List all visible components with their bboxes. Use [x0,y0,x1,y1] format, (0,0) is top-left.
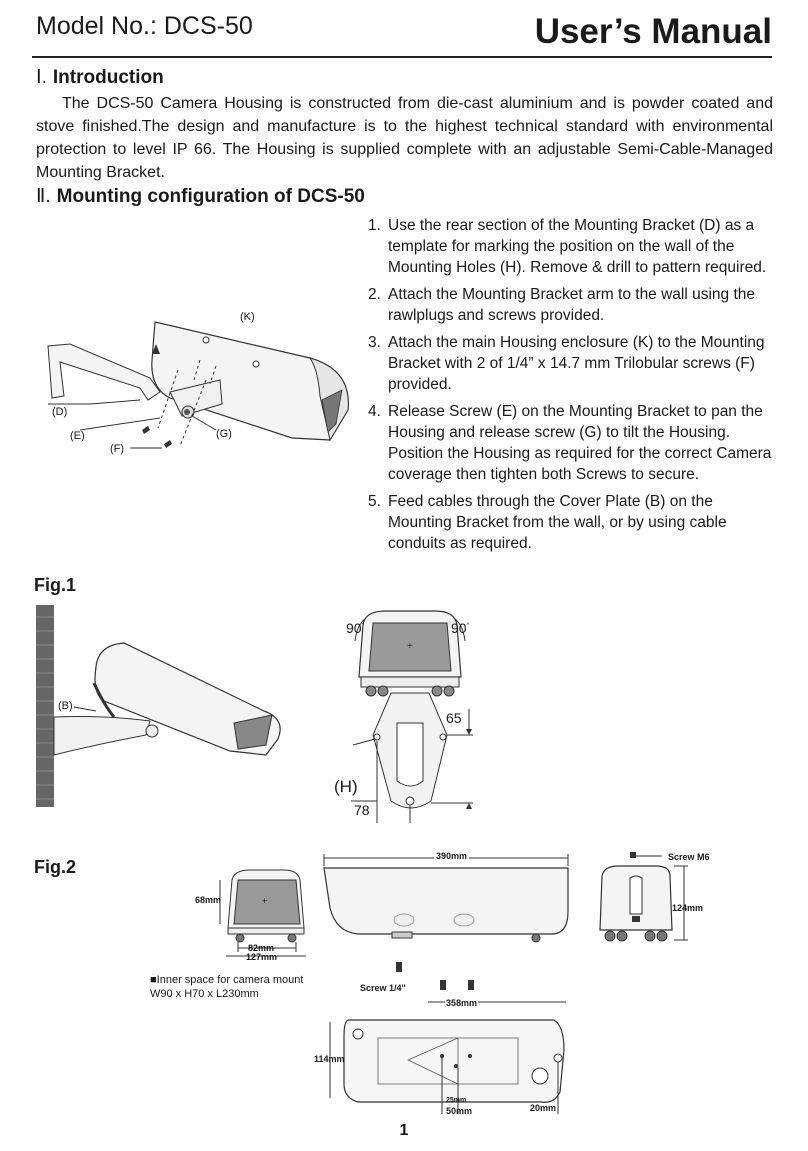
mounting-title: Mounting configuration of DCS-50 [56,186,365,207]
svg-text:+: + [407,641,413,652]
inner-space-note: ■Inner space for camera mount W90 x H70 … [150,973,303,1001]
front-window [368,622,452,672]
step-text: Attach the Mounting Bracket arm to the w… [388,286,756,324]
step-number: 1. [368,217,381,234]
svg-text:+: + [262,896,267,906]
screw-m6-label: Screw M6 [668,852,710,862]
bracket-arm [47,343,161,401]
model-number: Model No.: DCS-50 [36,12,253,40]
fig2-rear-view [599,852,688,942]
label-f: (F) [110,443,125,455]
degree-sign: ° [466,622,470,630]
angle-left: 90° [346,620,364,636]
step-text: Feed cables through the Cover Plate (B) … [388,493,727,552]
step-5: 5. Feed cables through the Cover Plate (B… [368,491,778,554]
intro-paragraph: The DCS-50 Camera Housing is constructed… [36,95,773,181]
header-rule [32,56,772,58]
manual-title: User’s Manual [534,12,772,51]
mounting-steps: 1. Use the rear section of the Mounting B… [368,215,778,560]
screw-quarter-label: Screw 1/4" [360,983,406,993]
step-2: 2. Attach the Mounting Bracket arm to the… [368,284,778,326]
mounting-number: Ⅱ. [36,186,51,207]
label-d: (D) [52,406,68,418]
dim-390mm: 390mm [434,851,470,861]
step-4: 4. Release Screw (E) on the Mounting Brac… [368,401,778,485]
step-number: 5. [368,493,381,510]
degree-sign: ° [361,622,365,630]
mounting-heading: Ⅱ.Mounting configuration of DCS-50 [36,185,365,208]
wall [36,605,54,807]
fig2-front-view: + [219,869,306,957]
dim-124mm: 124mm [672,903,704,913]
dim-114mm: 114mm [314,1054,345,1064]
dim-358mm: 358mm [445,998,479,1008]
note-line-1: ■Inner space for camera mount [150,973,303,987]
dim-65: 65 [446,710,462,726]
dim-78: 78 [354,802,370,818]
step-number: 4. [368,403,381,420]
note-line-2: W90 x H70 x L230mm [150,988,259,1000]
step-number: 3. [368,334,381,351]
fig2-bottom-view [329,962,566,1114]
step-number: 2. [368,286,381,303]
label-h: (H) [334,777,358,796]
angle-right-value: 90 [451,620,467,636]
fig1-bracket [53,716,151,756]
step-1: 1. Use the rear section of the Mounting B… [368,215,778,278]
fig2-title: Fig.2 [34,857,77,877]
exploded-diagram [47,321,349,449]
fig1-front-view: + [351,610,473,823]
intro-title: Introduction [52,67,164,88]
intro-heading: Ⅰ.Introduction [36,66,164,89]
dim-82mm: 82mm [248,943,275,953]
step-text: Attach the main Housing enclosure (K) to… [388,334,765,393]
dim-127mm: 127mm [246,952,278,962]
label-g: (G) [216,428,232,440]
step-text: Use the rear section of the Mounting Bra… [388,217,767,276]
label-e: (E) [70,430,85,442]
dim-68mm: 68mm [195,895,222,905]
fig1-wall-mount [36,605,281,807]
intro-number: Ⅰ. [36,67,47,88]
fig2-side-view [323,854,569,943]
note-text-1: Inner space for camera mount [156,974,304,986]
angle-left-value: 90 [346,620,362,636]
bottom-plate [343,1019,565,1103]
page-number: 1 [399,1122,409,1139]
dim-50mm: 50mm [446,1106,473,1116]
label-b: (B) [58,700,73,712]
step-3: 3. Attach the main Housing enclosure (K) … [368,332,778,395]
dim-20mm: 20mm [530,1103,557,1113]
fig1-title: Fig.1 [34,575,77,595]
dim-25mm: 25mm [446,1097,467,1104]
angle-right: 90° [451,620,469,636]
label-k: (K) [240,311,255,323]
side-housing [323,867,569,935]
step-text: Release Screw (E) on the Mounting Bracke… [388,403,772,483]
bullet-square-icon: ■ [150,974,157,986]
